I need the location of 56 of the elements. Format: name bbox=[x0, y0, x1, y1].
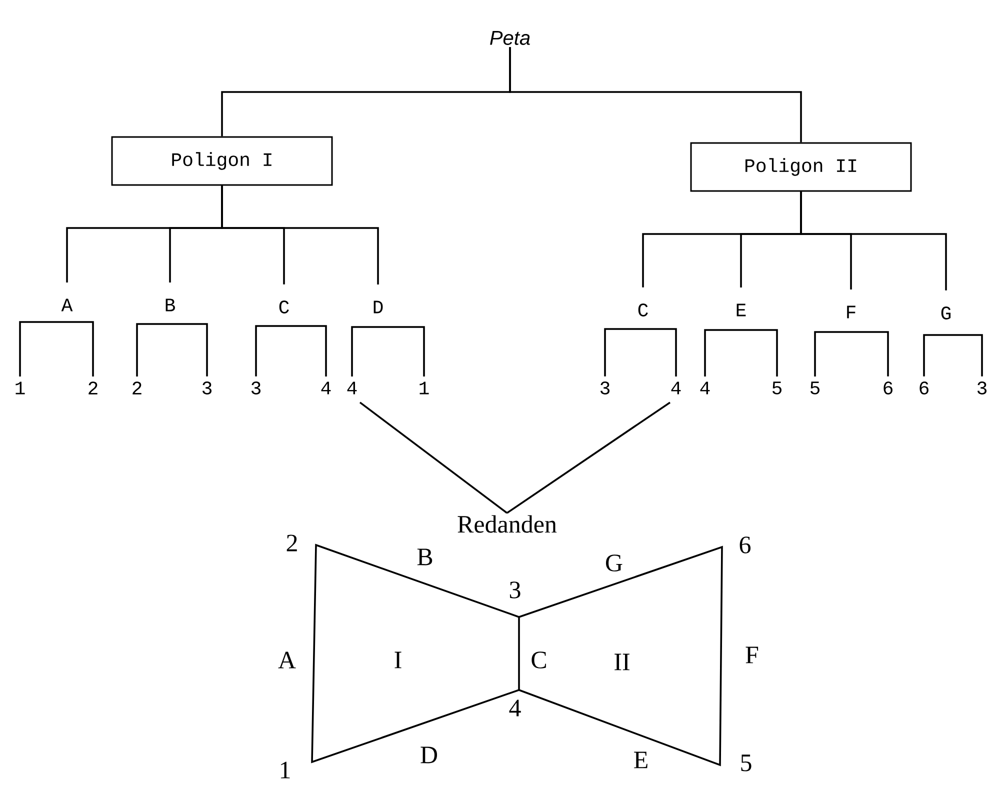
vertex-number: 4 bbox=[671, 382, 681, 394]
vertex-number: 3 bbox=[978, 382, 986, 394]
vertex-number: 2 bbox=[88, 382, 98, 394]
figure-label: 1 bbox=[280, 762, 290, 778]
figure-label: 5 bbox=[741, 754, 752, 772]
vertex-number: 3 bbox=[252, 382, 260, 394]
polygon-box: Poligon I bbox=[111, 136, 333, 186]
polygon-box: Poligon II bbox=[690, 142, 912, 192]
side-letter: C bbox=[279, 300, 289, 314]
figure-label: F bbox=[746, 646, 758, 664]
vertex-number: 1 bbox=[420, 382, 429, 394]
vertex-number: 6 bbox=[884, 382, 892, 394]
bracket-line bbox=[704, 329, 778, 377]
vertex-number: 5 bbox=[772, 382, 782, 394]
bracket-line bbox=[351, 326, 425, 377]
bracket-line bbox=[604, 328, 677, 377]
figure-label: A bbox=[278, 652, 296, 668]
side-letter: C bbox=[638, 304, 648, 316]
side-letter: B bbox=[166, 298, 175, 312]
figure-label: B bbox=[417, 548, 432, 566]
side-letter: F bbox=[847, 306, 856, 318]
tree-connector bbox=[509, 47, 802, 142]
figure-label: 6 bbox=[740, 536, 751, 554]
vertex-number: 5 bbox=[810, 382, 820, 394]
bracket-line bbox=[136, 323, 208, 376]
vertex-number: 6 bbox=[920, 382, 928, 394]
bracket-line bbox=[923, 334, 983, 376]
connector-line bbox=[359, 402, 508, 514]
figure-title: Redanden bbox=[458, 515, 557, 533]
figure-label: I bbox=[394, 652, 402, 668]
bracket-line bbox=[19, 321, 94, 377]
figure-label: E bbox=[634, 752, 648, 768]
side-letter: A bbox=[61, 298, 73, 312]
figure-label: 2 bbox=[286, 534, 297, 552]
vertex-number: 1 bbox=[16, 382, 25, 394]
figure-label: 4 bbox=[509, 700, 521, 716]
root-label: Peta bbox=[490, 31, 530, 45]
tree-connector bbox=[221, 186, 379, 285]
figure-label: II bbox=[614, 654, 630, 670]
vertex-number: 3 bbox=[600, 382, 610, 394]
vertex-number: 4 bbox=[347, 382, 357, 394]
vertex-number: 2 bbox=[132, 382, 142, 394]
vertex-number: 4 bbox=[700, 382, 710, 394]
figure-label: D bbox=[420, 746, 438, 764]
side-letter: E bbox=[736, 304, 746, 316]
connector-line bbox=[506, 402, 670, 514]
tree-connector bbox=[800, 192, 947, 290]
vertex-number: 3 bbox=[202, 382, 212, 394]
figure-label: 3 bbox=[510, 582, 520, 598]
bracket-line bbox=[255, 325, 327, 377]
vertex-number: 4 bbox=[321, 382, 331, 394]
bracket-line bbox=[814, 331, 889, 376]
figure-label: G bbox=[606, 554, 622, 572]
figure-label: C bbox=[532, 652, 546, 668]
side-letter: D bbox=[374, 300, 383, 314]
side-letter: G bbox=[941, 306, 951, 320]
